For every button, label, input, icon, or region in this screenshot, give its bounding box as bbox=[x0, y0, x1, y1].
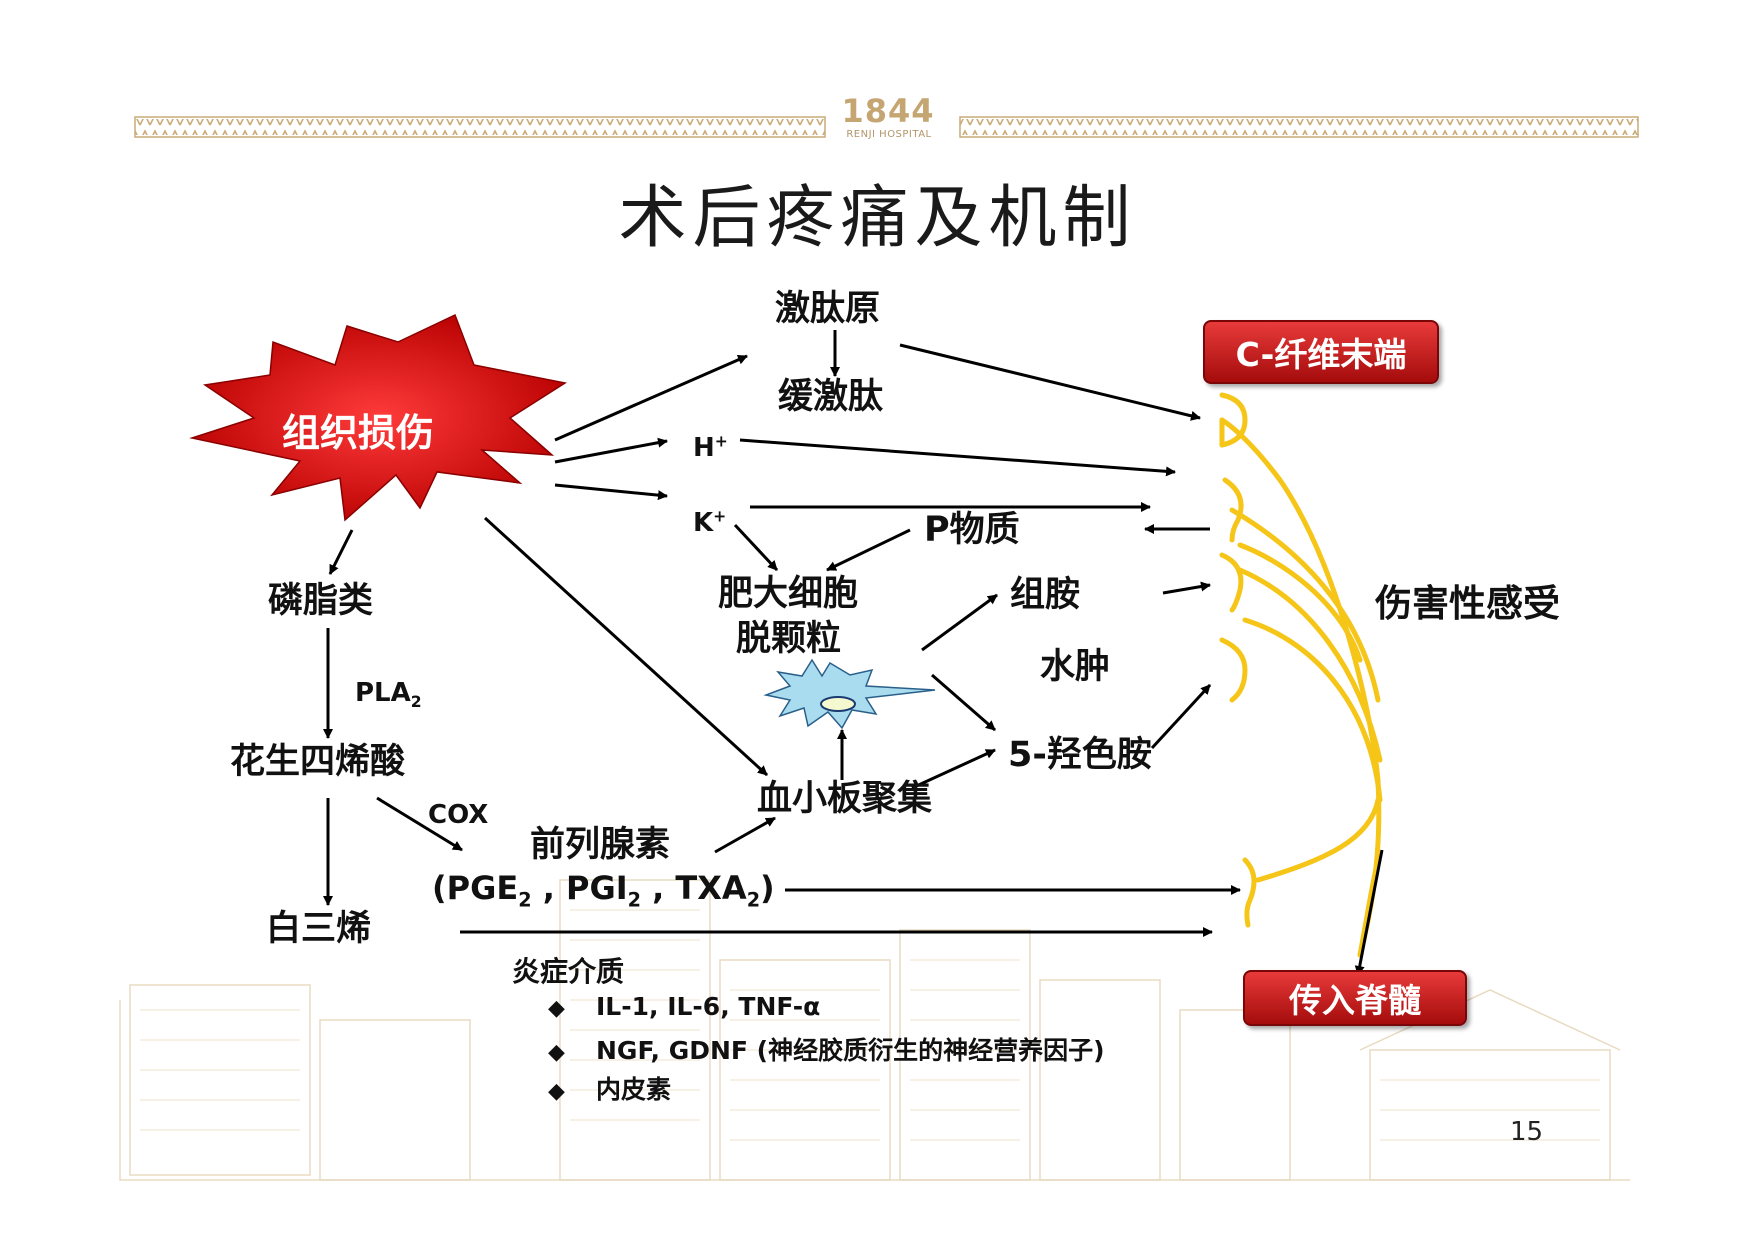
page-number: 15 bbox=[1510, 1117, 1544, 1147]
arrow-serotonin-nerve bbox=[1150, 683, 1212, 750]
node-prostaglandin-types: (PGE2 , PGI2 , TXA2) bbox=[432, 869, 775, 909]
inflammatory-item-3: 内皮素 bbox=[596, 1075, 672, 1104]
arrow-injury-k bbox=[554, 483, 668, 501]
page-title: 术后疼痛及机制 bbox=[618, 179, 1137, 258]
brand-hospital-name: RENJI HOSPITAL bbox=[846, 129, 932, 140]
pla2-subscript: 2 bbox=[410, 693, 422, 712]
inflammatory-item-1: IL-1, IL-6, TNF-α bbox=[596, 992, 821, 1021]
arrow-injury-kininogen bbox=[554, 354, 748, 442]
node-pla2: PLA2 bbox=[355, 678, 422, 710]
pg-close: ) bbox=[760, 869, 775, 907]
node-mast-cell-line2: 脱颗粒 bbox=[736, 619, 842, 659]
node-arachidonic-acid: 花生四烯酸 bbox=[230, 742, 406, 782]
arrow-arachidonic-prostaglandin bbox=[376, 796, 463, 852]
pg-open: (PGE bbox=[432, 869, 519, 907]
mast-cell-burst bbox=[763, 658, 936, 730]
node-substance-p: P物质 bbox=[924, 510, 1020, 550]
node-leukotriene: 白三烯 bbox=[266, 909, 372, 949]
node-nociception: 伤害性感受 bbox=[1375, 582, 1560, 625]
tissue-injury-burst bbox=[189, 313, 567, 522]
node-phospholipid: 磷脂类 bbox=[268, 581, 374, 621]
arrow-substancep-mastcell bbox=[826, 528, 911, 572]
node-k-ion: K+ bbox=[693, 507, 727, 538]
node-platelet: 血小板聚集 bbox=[757, 779, 933, 819]
mast-cell-nucleus bbox=[820, 696, 856, 712]
arrow-h-cfiber bbox=[739, 438, 1176, 477]
pla2-text: PLA bbox=[355, 678, 411, 708]
pg-mid-1: , PGI bbox=[531, 869, 628, 907]
inflammatory-item-2: NGF, GDNF (神经胶质衍生的神经营养因子) bbox=[596, 1036, 1105, 1065]
node-h-ion: H+ bbox=[693, 432, 728, 463]
arrow-mastcell-serotonin bbox=[931, 673, 996, 732]
node-cox: COX bbox=[428, 800, 489, 830]
arrow-kinin-cfiber bbox=[899, 343, 1201, 421]
spinal-banner: 传入脊髓 bbox=[1243, 970, 1467, 1026]
pg-sub-1: 2 bbox=[518, 888, 532, 912]
brand-year: 1844 bbox=[841, 92, 935, 130]
spinal-label: 传入脊髓 bbox=[1289, 981, 1421, 1020]
node-mast-cell-line1: 肥大细胞 bbox=[718, 574, 859, 614]
arrow-mastcell-histamine bbox=[921, 593, 998, 652]
node-prostaglandin: 前列腺素 bbox=[530, 825, 671, 865]
node-bradykinin: 缓激肽 bbox=[778, 377, 884, 417]
inflammatory-list: ◆ IL-1, IL-6, TNF-α ◆ NGF, GDNF (神经胶质衍生的神经… bbox=[548, 992, 1105, 1109]
bullet-diamond-icon: ◆ bbox=[548, 1079, 565, 1104]
c-fiber-banner: C-纤维末端 bbox=[1203, 320, 1439, 384]
h-ion-charge: + bbox=[714, 432, 728, 451]
bullet-diamond-icon: ◆ bbox=[548, 996, 565, 1021]
k-ion-charge: + bbox=[713, 507, 727, 526]
h-ion-symbol: H bbox=[693, 433, 715, 463]
arrow-injury-phospholipid bbox=[328, 529, 354, 575]
arrow-injury-platelet bbox=[483, 516, 769, 777]
k-ion-symbol: K bbox=[693, 508, 714, 538]
pg-sub-3: 2 bbox=[746, 888, 761, 912]
node-tissue-injury: 组织损伤 bbox=[282, 411, 435, 455]
c-fiber-label: C-纤维末端 bbox=[1235, 335, 1407, 374]
pg-sub-2: 2 bbox=[627, 888, 641, 912]
list-item: ◆ NGF, GDNF (神经胶质衍生的神经营养因子) bbox=[548, 1031, 1105, 1070]
node-histamine: 组胺 bbox=[1010, 575, 1081, 615]
node-kininogen: 激肽原 bbox=[775, 289, 881, 329]
arrow-injury-h bbox=[554, 437, 668, 464]
list-item: ◆ 内皮素 bbox=[548, 1070, 1105, 1109]
arrow-k-mastcell bbox=[733, 523, 779, 572]
pg-mid-2: , TXA bbox=[640, 869, 747, 907]
nerve-fiber bbox=[1219, 392, 1383, 958]
header-ornament bbox=[134, 116, 1639, 138]
arrow-platelet-serotonin bbox=[911, 748, 996, 790]
arrow-prostaglandin-platelet bbox=[714, 816, 776, 854]
node-edema: 水肿 bbox=[1040, 647, 1111, 687]
bullet-diamond-icon: ◆ bbox=[548, 1040, 565, 1065]
list-item: ◆ IL-1, IL-6, TNF-α bbox=[548, 992, 1105, 1031]
arrow-histamine-nerve bbox=[1162, 581, 1211, 595]
arrow-nerve-spinal bbox=[1354, 849, 1384, 976]
node-serotonin: 5-羟色胺 bbox=[1008, 735, 1152, 775]
inflammatory-heading: 炎症介质 bbox=[512, 955, 625, 988]
